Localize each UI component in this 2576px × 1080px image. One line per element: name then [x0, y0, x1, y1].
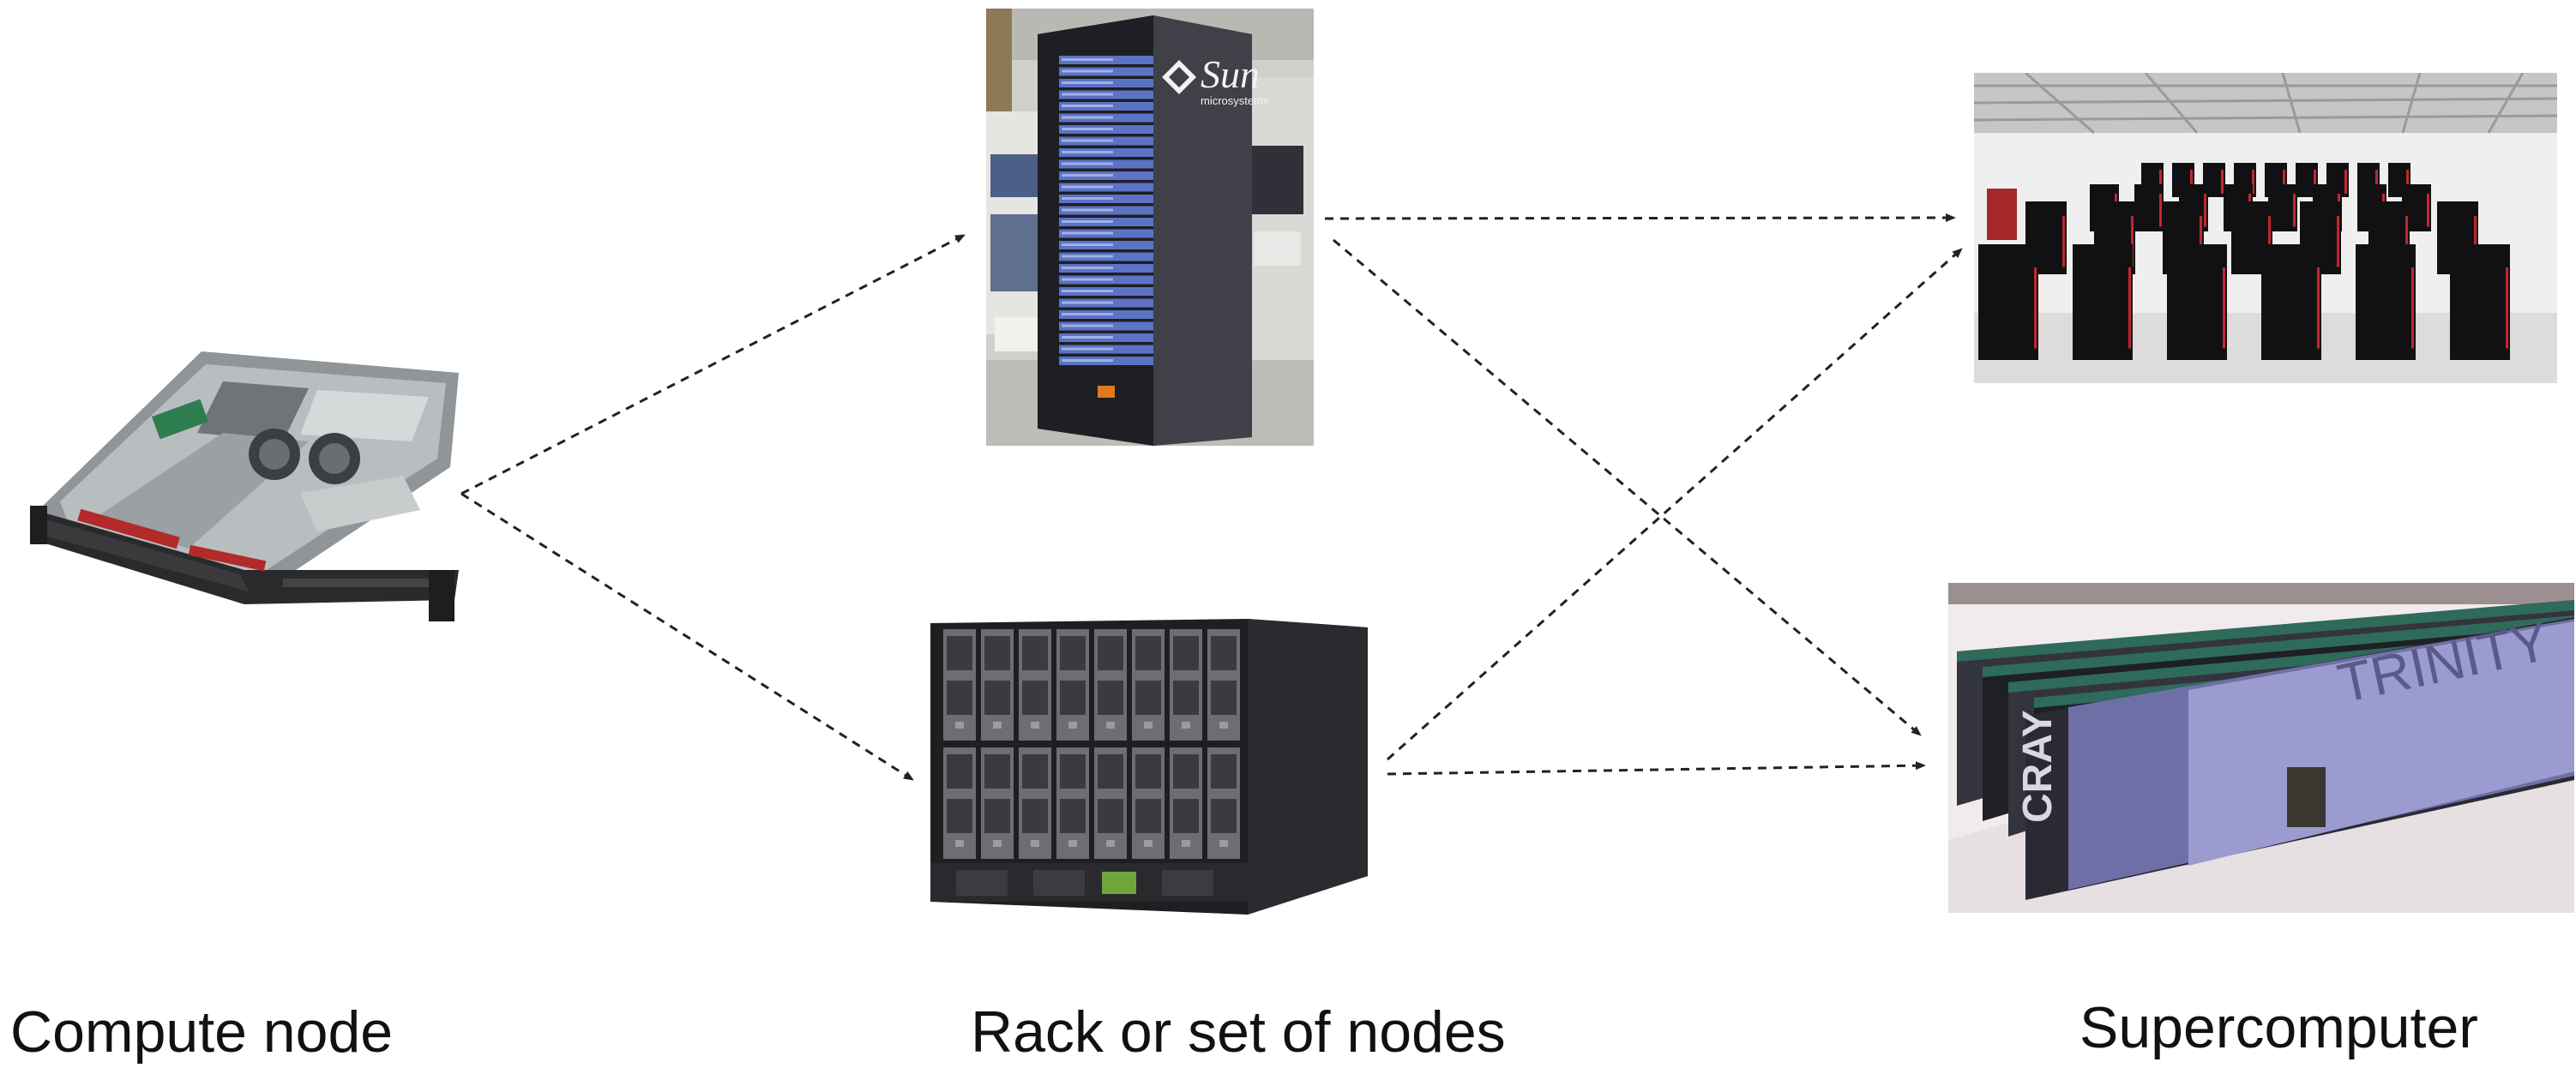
arrow-rack-to-hall — [1324, 213, 1956, 223]
rack-server-slots — [1059, 56, 1153, 365]
supercomputer-hall-image — [1974, 73, 2557, 383]
arrow-node-to-blade — [460, 492, 914, 782]
arrow-node-to-rack — [460, 233, 966, 495]
label-supercomputer: Supercomputer — [2079, 995, 2478, 1060]
blade-chassis-image — [930, 619, 1368, 915]
hall-cabinets — [1978, 163, 2510, 360]
hall-cabinet — [2356, 244, 2416, 360]
hall-cabinet — [2073, 244, 2133, 360]
arrow-rack-to-cray — [1333, 238, 1922, 737]
hall-cabinet — [1978, 244, 2038, 360]
rack-brand-sub: microsystems — [1201, 94, 1269, 107]
hall-cabinet — [2450, 244, 2510, 360]
hall-cabinet — [2268, 184, 2297, 231]
supercomputer-cray-image: CRAY TRINITY — [1948, 583, 2574, 913]
blade-server-slots — [943, 629, 1240, 859]
label-compute-node: Compute node — [10, 999, 394, 1065]
hall-cabinet — [2167, 244, 2227, 360]
hall-cabinet — [2134, 184, 2164, 231]
sun-rack-image: Sun microsystems — [986, 9, 1314, 446]
hall-cabinet — [2261, 244, 2321, 360]
rack-brand-name: Sun — [1201, 52, 1260, 96]
sun-logo — [1162, 60, 1196, 94]
compute-node-image — [30, 351, 459, 621]
label-rack: Rack or set of nodes — [971, 999, 1506, 1065]
arrow-blade-to-hall — [1387, 247, 1963, 761]
arrow-blade-to-cray — [1387, 761, 1926, 776]
cray-vendor-text: CRAY — [2015, 710, 2061, 823]
